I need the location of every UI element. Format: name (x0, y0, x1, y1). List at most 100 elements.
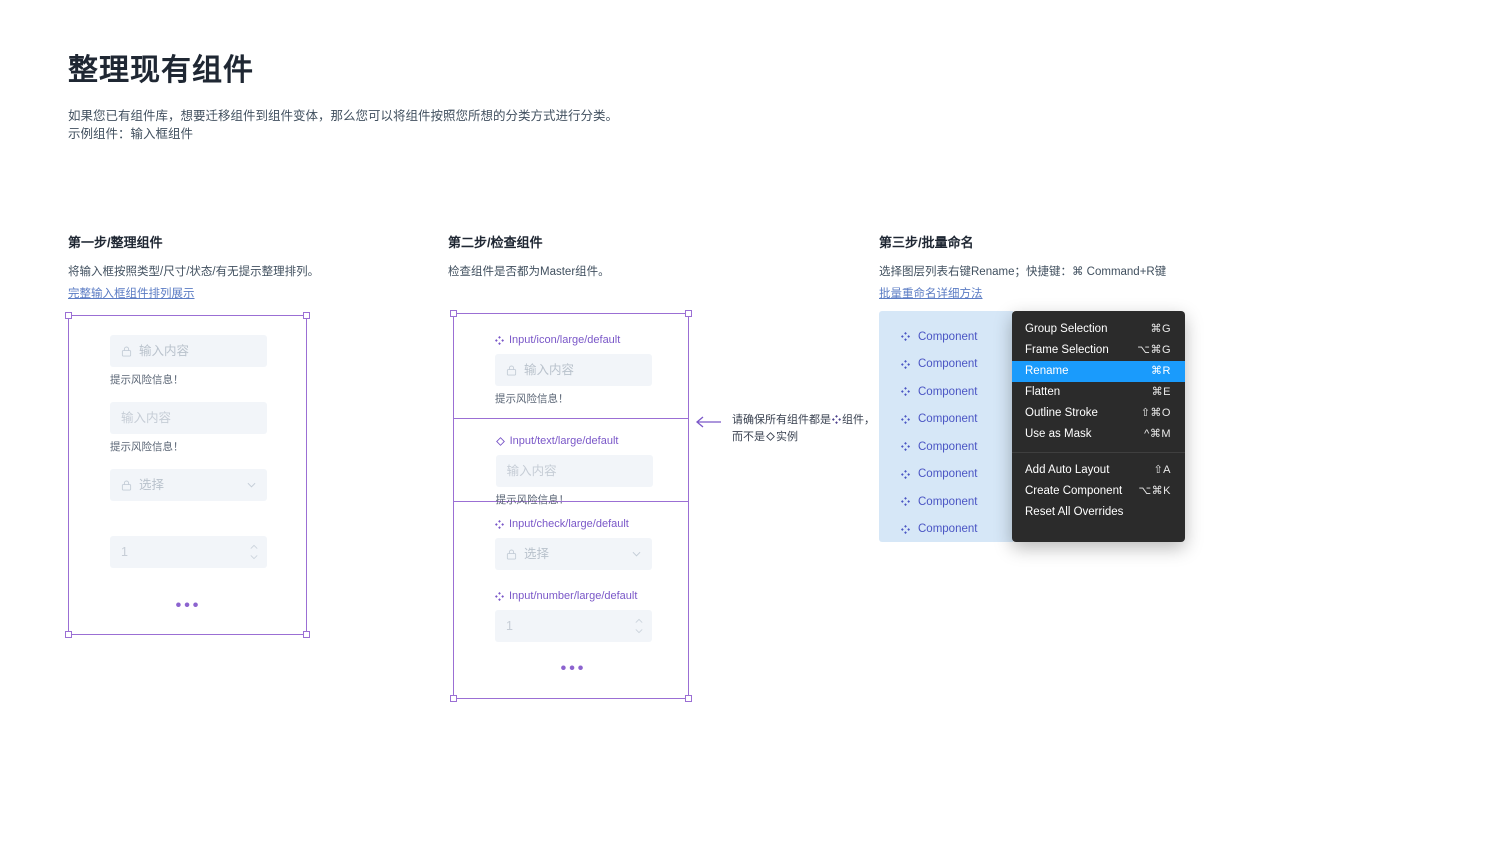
step-2-group-input-check[interactable]: Input/check/large/default 选择 (454, 502, 688, 586)
menu-item-reset-all-overrides[interactable]: Reset All Overrides (1012, 502, 1185, 523)
resize-handle-top-right[interactable] (303, 312, 310, 319)
input-text-field[interactable]: 输入内容 (495, 455, 653, 487)
layer-label-input-icon[interactable]: Input/icon/large/default (495, 333, 620, 347)
layer-row-label: Component (918, 358, 978, 371)
step-2-selection-frame[interactable]: Input/icon/large/default 输入内容 提示风险信息！ (450, 310, 692, 702)
input-select-placeholder: 选择 (139, 477, 165, 492)
step-3-heading-block: 第三步/批量命名 选择图层列表右键Rename；快捷键：⌘ Command+R键… (879, 234, 1166, 302)
layer-list-panel[interactable]: Component Component Component Component … (879, 311, 1013, 542)
component-icon (901, 442, 910, 452)
input-icon-text-hint: 提示风险信息！ (495, 393, 569, 405)
component-icon (832, 415, 841, 424)
step-1-link[interactable]: 完整输入框组件排列展示 (68, 288, 195, 300)
step-2-title: 第二步/检查组件 (448, 235, 543, 250)
step-3-link[interactable]: 批量重命名详细方法 (879, 288, 983, 300)
stepper-up-icon[interactable] (250, 544, 258, 550)
menu-item-group-selection[interactable]: Group Selection ⌘G (1012, 319, 1185, 340)
stepper-up-icon[interactable] (635, 618, 643, 624)
menu-item-rename[interactable]: Rename ⌘R (1012, 361, 1185, 382)
input-icon-text-field[interactable]: 输入内容 (495, 354, 652, 386)
component-icon (495, 591, 504, 601)
menu-item-frame-selection[interactable]: Frame Selection ⌥⌘G (1012, 340, 1185, 361)
list-item[interactable]: Component (879, 433, 1013, 461)
step-2-description: 检查组件是否都为Master组件。 (448, 266, 610, 278)
list-item[interactable]: Component (879, 378, 1013, 406)
list-item[interactable]: Component (879, 488, 1013, 516)
step-1-description: 将输入框按照类型/尺寸/状态/有无提示整理排列。 (68, 266, 320, 278)
input-number-field[interactable]: 1 (110, 536, 267, 568)
chevron-down-icon[interactable] (247, 482, 256, 488)
menu-item-label: Outline Stroke (1025, 407, 1098, 419)
step-2-group-input-icon[interactable]: Input/icon/large/default 输入内容 提示风险信息！ (454, 314, 688, 419)
menu-item-outline-stroke[interactable]: Outline Stroke ⇧⌘O (1012, 403, 1185, 424)
list-item[interactable]: Component (879, 516, 1013, 543)
resize-handle-top-right[interactable] (685, 310, 692, 317)
layer-name-text: Input/check/large/default (509, 518, 629, 530)
list-item[interactable]: Component (879, 323, 1013, 351)
layer-name-text: Input/icon/large/default (509, 334, 621, 346)
lock-icon (121, 480, 132, 491)
lock-icon (506, 365, 517, 376)
input-icon-text-placeholder: 输入内容 (139, 343, 190, 358)
quantity-stepper[interactable] (250, 544, 258, 560)
input-text-placeholder: 输入内容 (121, 410, 172, 425)
annotation-text: 请确保所有组件都是组件， 而不是实例 (732, 412, 875, 446)
layer-label-input-check[interactable]: Input/check/large/default (495, 517, 629, 531)
list-item[interactable]: Component (879, 406, 1013, 434)
step-1-title: 第一步/整理组件 (68, 235, 163, 250)
resize-handle-bottom-left[interactable] (450, 695, 457, 702)
input-select-placeholder: 选择 (524, 546, 550, 561)
intro-line-2: 示例组件：输入框组件 (68, 127, 194, 141)
stepper-down-icon[interactable] (635, 629, 643, 634)
layer-label-input-text[interactable]: Input/text/large/default (495, 434, 618, 448)
menu-item-flatten[interactable]: Flatten ⌘E (1012, 382, 1185, 403)
layer-row-label: Component (918, 413, 978, 426)
resize-handle-bottom-right[interactable] (685, 695, 692, 702)
menu-item-add-auto-layout[interactable]: Add Auto Layout ⇧A (1012, 460, 1185, 481)
layer-row-label: Component (918, 385, 978, 398)
menu-item-label: Add Auto Layout (1025, 464, 1110, 476)
menu-item-use-as-mask[interactable]: Use as Mask ^⌘M (1012, 424, 1185, 445)
step-2-heading-block: 第二步/检查组件 检查组件是否都为Master组件。 (448, 234, 610, 281)
step-2-group-input-number[interactable]: Input/number/large/default 1 (454, 586, 688, 670)
resize-handle-top-left[interactable] (65, 312, 72, 319)
menu-item-label: Frame Selection (1025, 344, 1109, 356)
input-text-field[interactable]: 输入内容 (110, 402, 267, 434)
input-icon-text-placeholder: 输入内容 (524, 362, 575, 377)
annotation-line-1: 请确保所有组件都是组件， (732, 412, 875, 429)
layer-row-label: Component (918, 495, 978, 508)
input-icon-text-field[interactable]: 输入内容 (110, 335, 267, 367)
annotation-line-2-after: 实例 (776, 431, 798, 443)
input-text-hint: 提示风险信息！ (110, 441, 184, 453)
input-number-field[interactable]: 1 (495, 610, 652, 642)
layer-label-input-number[interactable]: Input/number/large/default (495, 589, 637, 603)
lock-icon (506, 549, 517, 560)
input-text-placeholder: 输入内容 (506, 463, 557, 478)
list-item[interactable]: Component (879, 461, 1013, 489)
annotation-callout: 请确保所有组件都是组件， 而不是实例 (695, 412, 875, 446)
page-intro: 如果您已有组件库，想要迁移组件到组件变体，那么您可以将组件按照您所想的分类方式进… (68, 107, 618, 143)
list-item[interactable]: Component (879, 351, 1013, 379)
resize-handle-bottom-left[interactable] (65, 631, 72, 638)
chevron-down-icon[interactable] (632, 551, 641, 557)
quantity-stepper[interactable] (635, 618, 643, 634)
menu-item-shortcut: ⌘E (1151, 386, 1171, 398)
step-1-selection-frame[interactable]: 输入内容 提示风险信息！ 输入内容 提示风险信息！ 选择 (65, 312, 310, 638)
menu-item-label: Rename (1025, 365, 1069, 377)
step-2-overflow-dots: ••• (560, 660, 587, 677)
menu-item-label: Create Component (1025, 485, 1123, 497)
menu-item-label: Reset All Overrides (1025, 506, 1124, 518)
input-select-field[interactable]: 选择 (110, 469, 267, 501)
input-number-value: 1 (506, 618, 513, 633)
step-2-group-input-text-instance[interactable]: Input/text/large/default 输入内容 提示风险信息！ (452, 418, 689, 506)
component-icon (495, 335, 504, 345)
menu-item-label: Group Selection (1025, 323, 1108, 335)
input-icon-text-hint: 提示风险信息！ (110, 374, 184, 386)
intro-line-1: 如果您已有组件库，想要迁移组件到组件变体，那么您可以将组件按照您所想的分类方式进… (68, 109, 619, 123)
input-select-field[interactable]: 选择 (495, 538, 652, 570)
resize-handle-top-left[interactable] (450, 310, 457, 317)
menu-item-create-component[interactable]: Create Component ⌥⌘K (1012, 481, 1185, 502)
resize-handle-bottom-right[interactable] (303, 631, 310, 638)
stepper-down-icon[interactable] (250, 555, 258, 560)
context-menu[interactable]: Group Selection ⌘G Frame Selection ⌥⌘G R… (1012, 311, 1185, 542)
